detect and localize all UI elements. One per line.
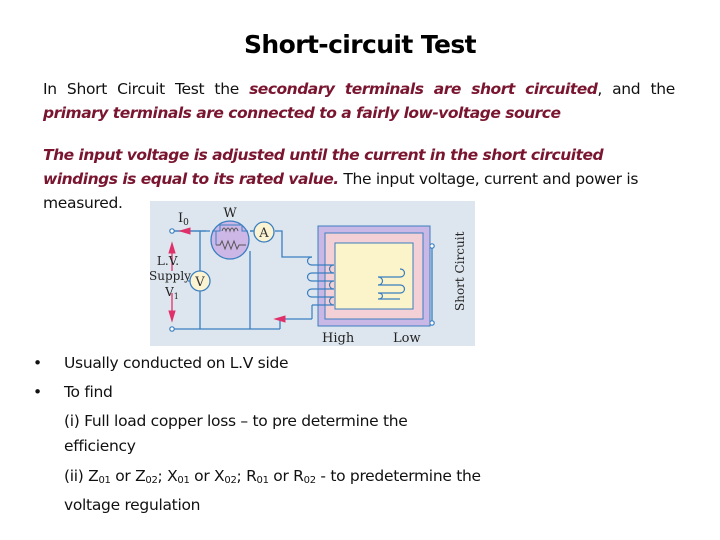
ammeter: A: [253, 221, 275, 243]
arrows: [168, 227, 286, 323]
svg-text:I0: I0: [178, 211, 189, 228]
bullet-item-to-find: • To find: [33, 380, 593, 405]
svg-text:Short Circuit: Short Circuit: [453, 231, 467, 311]
voltmeter: V: [189, 270, 211, 292]
svg-text:W: W: [223, 206, 237, 221]
svg-text:V1: V1: [164, 285, 179, 301]
sub-item-text-line2: efficiency: [64, 437, 136, 455]
bullet-icon: •: [33, 383, 42, 401]
svg-text:Low: Low: [393, 331, 421, 346]
intro-text-start: In Short Circuit Test the: [43, 80, 250, 98]
emphasis-input-voltage: The input voltage is adjusted until the …: [43, 146, 604, 188]
svg-text:High: High: [322, 331, 355, 346]
intro-text-mid: , and the: [597, 80, 675, 98]
svg-text:A: A: [258, 226, 269, 241]
svg-text:L.V.: L.V.: [157, 254, 179, 268]
diagram-labels: I0 W L.V. Supply V1 High Low Short Circu…: [149, 206, 467, 346]
bullet-text: Usually conducted on L.V side: [64, 354, 289, 372]
bullet-icon: •: [33, 354, 42, 372]
short-circuit-test-diagram: A V I0 W L.V. Supply V1 Hig: [149, 201, 475, 346]
primary-winding: [306, 256, 335, 319]
svg-text:Supply: Supply: [150, 269, 191, 283]
measurement-text: The input voltage, current and power is …: [43, 170, 639, 212]
wattmeter: [210, 220, 250, 260]
svg-text:V: V: [194, 275, 205, 290]
emphasis-secondary-terminals: secondary terminals are short circuited: [249, 80, 598, 98]
sub-item-text-line2: voltage regulation: [64, 496, 201, 514]
secondary-winding: [377, 268, 406, 300]
emphasis-primary-terminals: primary terminals are connected to a fai…: [43, 104, 561, 122]
slide-title: Short-circuit Test: [244, 30, 477, 59]
bullet-list: • Usually conducted on L.V side • To fin…: [33, 351, 593, 523]
bullet-item-lv-side: • Usually conducted on L.V side: [33, 351, 593, 376]
bullet-text: To find: [64, 383, 113, 401]
transformer-core: [317, 225, 431, 327]
sub-item-impedance: (ii) Z01 or Z02; X01 or X02; R01 or R02 …: [33, 464, 593, 518]
intro-paragraph: In Short Circuit Test the secondary term…: [43, 77, 675, 125]
sub-item-text-line1: (i) Full load copper loss – to pre deter…: [64, 412, 408, 430]
sub-item-text-line1: (ii) Z01 or Z02; X01 or X02; R01 or R02 …: [64, 467, 481, 486]
sub-item-copper-loss: (i) Full load copper loss – to pre deter…: [33, 409, 593, 459]
procedure-paragraph: The input voltage is adjusted until the …: [43, 143, 675, 215]
